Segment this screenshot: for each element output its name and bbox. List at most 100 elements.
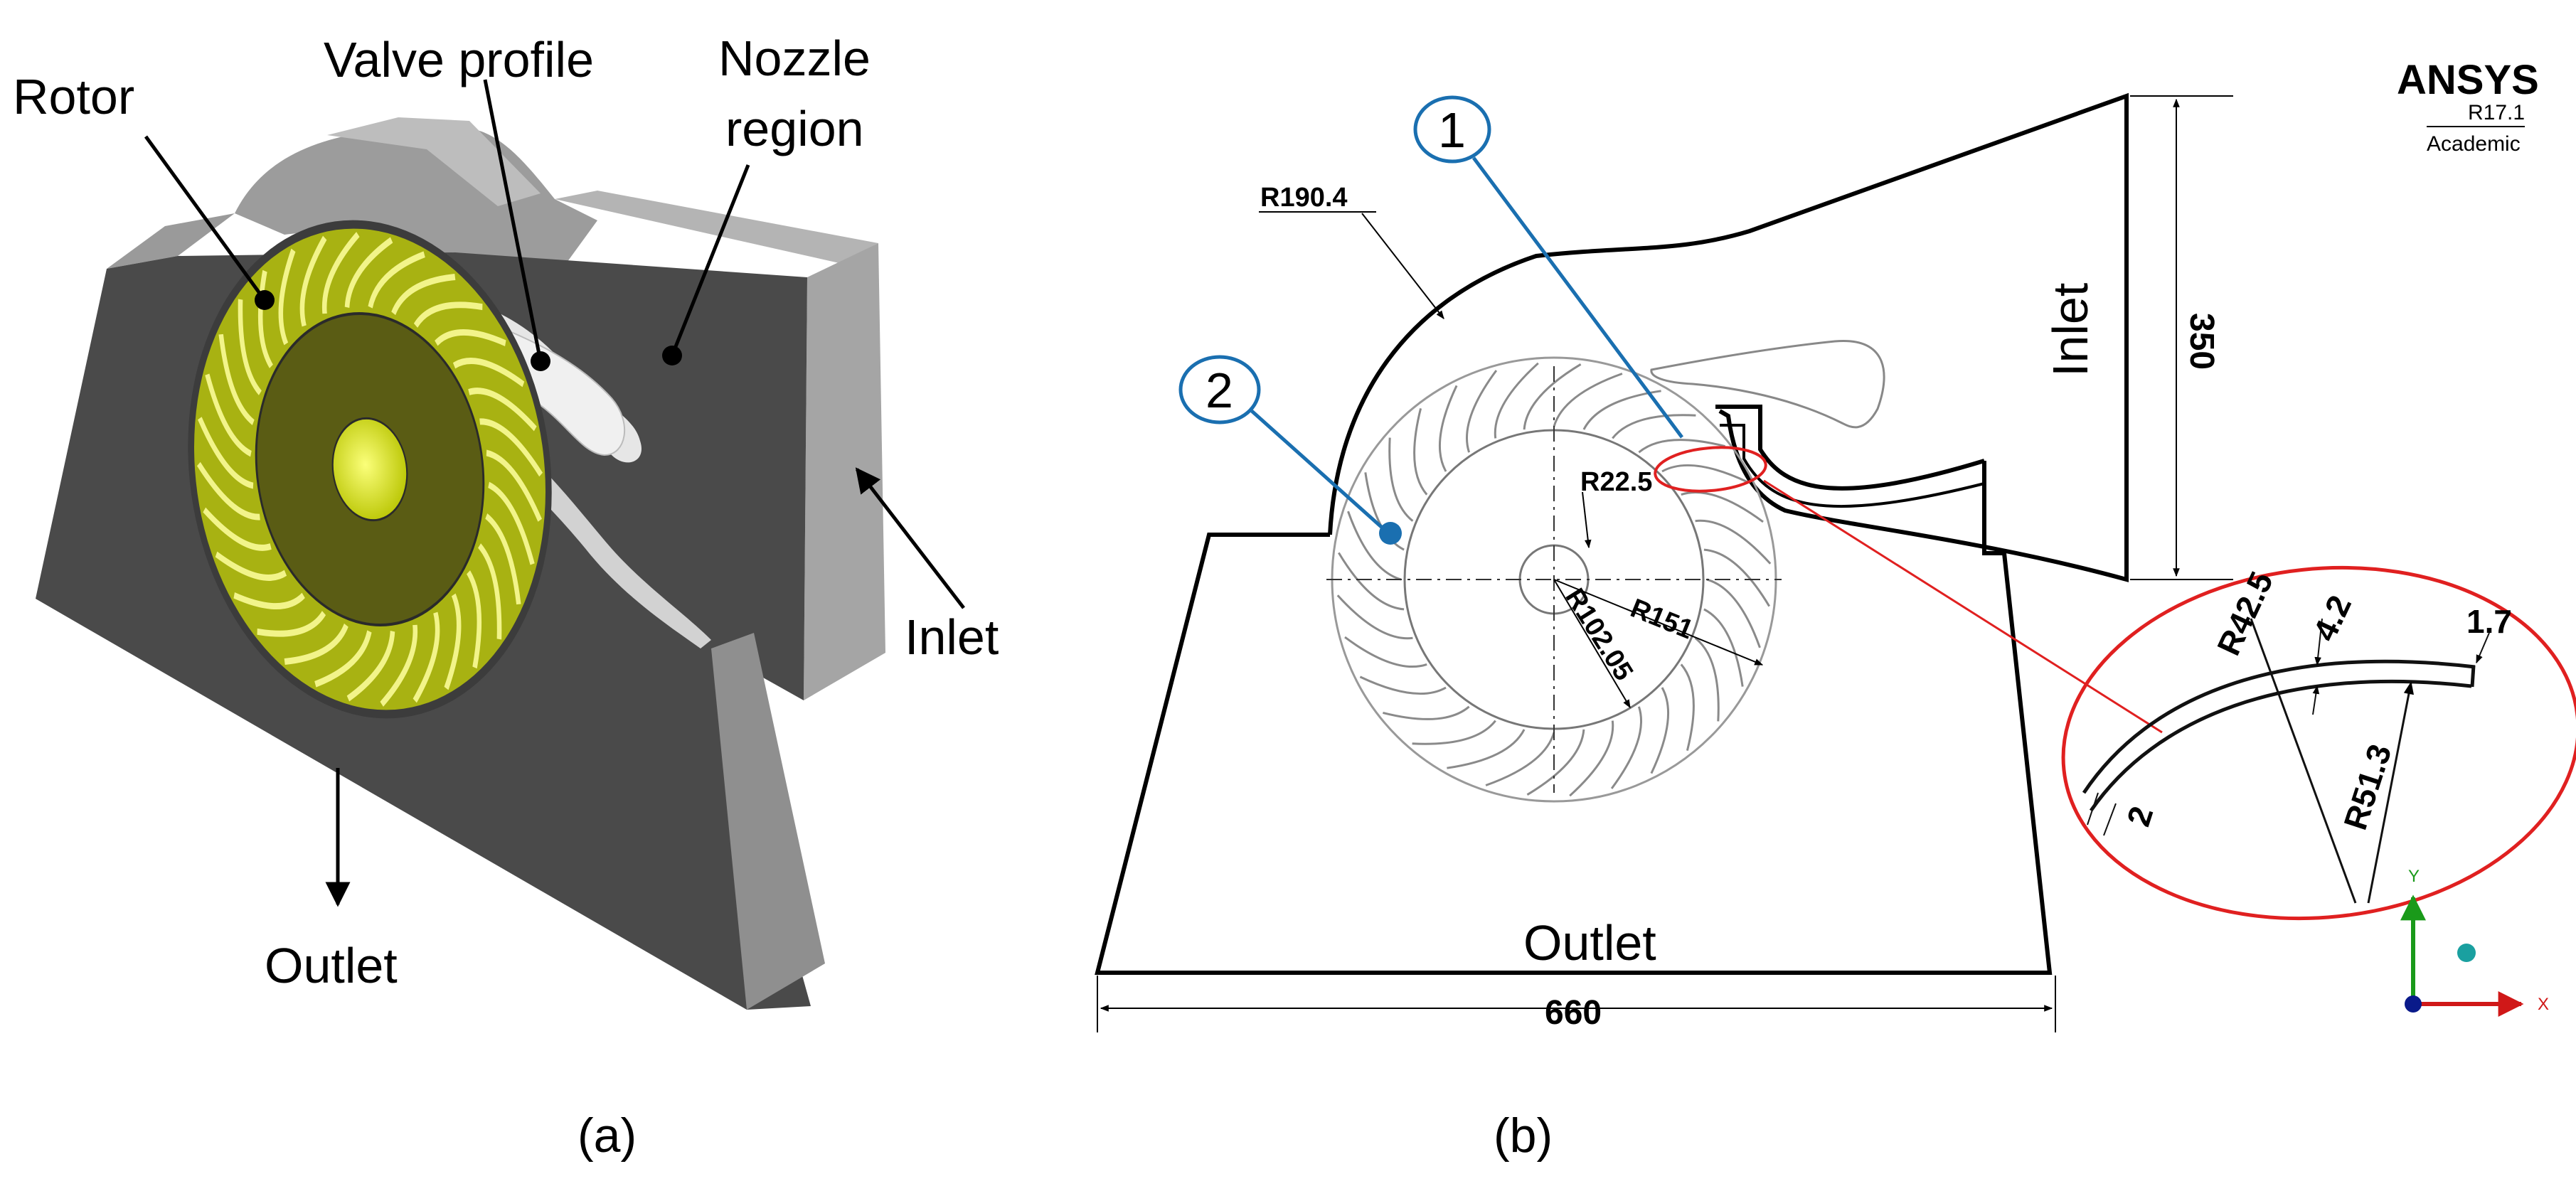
rotor-blade: [1638, 439, 1725, 454]
detail-r42-line: [2250, 618, 2357, 904]
rotor-blade: [1526, 729, 1585, 796]
rotor-blade: [1569, 720, 1614, 797]
rotor-blade: [257, 610, 326, 637]
outlet-label-a: Outlet: [265, 938, 398, 993]
rotor-blade: [1612, 414, 1696, 439]
marker-1-ellipse: [1413, 95, 1491, 164]
rotor-blade: [1695, 519, 1772, 565]
volute-casing-outline: [1328, 92, 2129, 582]
rotor-blade: [299, 235, 327, 327]
rotor-blade: [1388, 437, 1414, 522]
rotor-blade: [1347, 511, 1402, 581]
inlet-face: [804, 243, 885, 700]
nozzle-block-top: [555, 191, 878, 263]
valve-profile-pointer-dot: [531, 351, 550, 371]
rotor-blade: [1447, 729, 1526, 769]
rotor-blade: [238, 299, 262, 395]
detail-42-ext: [2314, 618, 2323, 666]
rotor-blade: [284, 623, 348, 665]
detail-blade-tip: [2470, 665, 2476, 688]
rotor-blade: [452, 358, 525, 388]
rotor-blade: [485, 513, 521, 605]
rotor-blade: [215, 551, 287, 581]
detail-17-ext: [2476, 632, 2490, 664]
inlet-label-b: Inlet: [2043, 283, 2098, 377]
detail-connector: [1763, 479, 2163, 734]
rotor-blade: [203, 507, 272, 551]
rotor-blade: [1553, 373, 1623, 427]
detail-2-ext2: [2103, 803, 2117, 836]
inlet-arrow: [855, 467, 965, 609]
rotor-blades-outline: [1336, 362, 1772, 797]
triad-sphere: [2457, 944, 2476, 962]
outlet-label-b: Outlet: [1523, 915, 1656, 971]
valve-profile-pointer: [483, 79, 543, 362]
r151-line: [1553, 579, 1764, 666]
dim-r190-label: R190.4: [1260, 183, 1348, 213]
rotor-blade: [257, 269, 273, 368]
x-axis-label: X: [2538, 995, 2549, 1014]
outlet-base-outline: [1095, 461, 2053, 975]
rotor-blade: [1338, 552, 1405, 611]
rotor-pointer-dot: [255, 290, 275, 310]
volute-shell-top: [327, 117, 541, 206]
rotor-blade: [278, 248, 296, 346]
dim-660-label: 660: [1545, 994, 1602, 1032]
dim-350-label: 350: [2183, 313, 2220, 370]
outlet-side-face: [711, 633, 825, 1010]
rotor-blade: [380, 624, 418, 707]
rotor-blade: [1466, 370, 1498, 453]
rotor-blade: [488, 481, 535, 565]
rotor-blade: [468, 388, 537, 432]
ansys-brand: ANSYS: [2397, 57, 2539, 103]
r22-leader: [1582, 491, 1592, 549]
detail-r51-label: R51.3: [2336, 739, 2398, 834]
panel-b-labels: R190.4 R22.5 R151 R102.05 350 660 Inlet …: [1205, 57, 2549, 1032]
rotor-blade: [413, 611, 440, 703]
marker-2-leader: [1250, 410, 1388, 533]
rotor-blade: [218, 333, 255, 425]
rotor-hub: [331, 417, 408, 522]
nozzle-region-pointer-dot: [662, 346, 682, 365]
detail-r51-line: [2367, 681, 2414, 904]
rotor-blade: [1703, 548, 1770, 607]
r190-arrow: [1361, 213, 1444, 319]
rotor-blade: [413, 301, 483, 329]
rotor-blade: [1485, 732, 1555, 786]
rotor-blade: [1359, 675, 1447, 695]
rotor-blade: [1694, 637, 1720, 722]
rotor-blade: [1610, 706, 1642, 789]
marker-2-ellipse: [1178, 355, 1261, 424]
r102-line: [1553, 579, 1631, 709]
nozzle-channel-outline: [1715, 405, 1985, 491]
rotor-blade: [321, 232, 360, 314]
rotor-blade: [479, 418, 543, 477]
rotor-blade: [196, 461, 260, 520]
detail-blade-inner: [2089, 679, 2472, 812]
rotor-blade: [1439, 385, 1458, 472]
detail-2-label: 2: [2119, 802, 2160, 831]
rotor-disc: [188, 220, 552, 719]
caption-a: (a): [578, 1109, 637, 1163]
rotor-blade: [346, 630, 395, 702]
rotor-blade: [391, 274, 456, 316]
z-axis-dot: [2405, 995, 2422, 1013]
marker-2-dot: [1379, 522, 1402, 545]
dim-r151-label: R151: [1627, 593, 1698, 645]
detail-42-ext2: [2312, 685, 2320, 715]
rotor-blade: [1681, 491, 1764, 523]
rotor-blade: [1336, 594, 1413, 640]
body-top-left-face: [107, 213, 235, 269]
marker-1-label: 1: [1438, 102, 1466, 158]
rotor-blade: [314, 630, 372, 688]
nozzle-region-label-line1: Nozzle: [718, 31, 871, 86]
panel-b-2d-drawing: [1095, 92, 2576, 1032]
rotor-blade: [233, 592, 305, 610]
detail-42-label: 4.2: [2306, 589, 2358, 646]
rotor-blade: [1661, 464, 1749, 484]
marker-1-leader: [1471, 156, 1684, 439]
detail-blade-outer: [2082, 659, 2476, 794]
nozzle-channel-inner: [1720, 424, 1985, 508]
rotor-blade: [478, 543, 502, 640]
